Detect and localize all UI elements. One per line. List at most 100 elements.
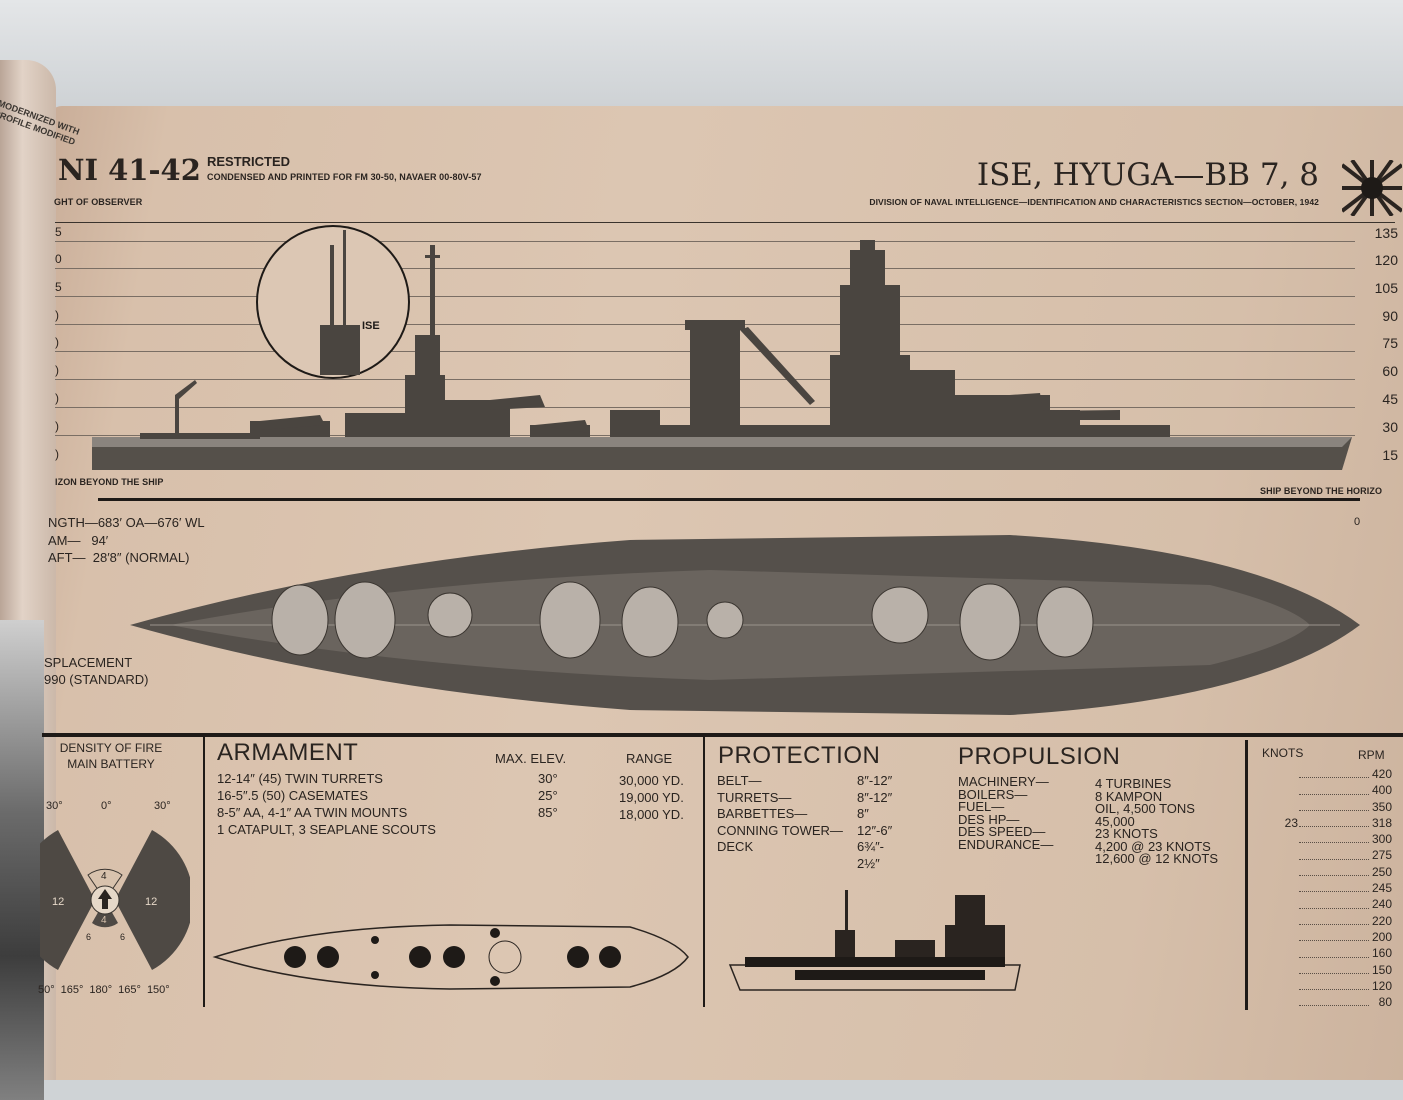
- propulsion-label: ENDURANCE—: [958, 836, 1054, 852]
- speed-row: 80: [1280, 994, 1392, 1010]
- leader-dots: [1299, 875, 1369, 877]
- scale-tick-left: ): [55, 335, 59, 349]
- scale-tick: 135: [1374, 225, 1398, 241]
- scale-tick: 45: [1382, 391, 1398, 407]
- inset-label: ISE: [362, 320, 380, 332]
- leader-dots: [1299, 842, 1369, 844]
- scale-tick: 30: [1382, 419, 1398, 435]
- protection-label: BELT—: [717, 773, 762, 788]
- propulsion-value: 4,200 @ 23 KNOTS: [1095, 838, 1211, 854]
- armament-item: 16-5″.5 (50) CASEMATES: [217, 788, 369, 803]
- bearing-label: 165°: [118, 984, 141, 996]
- scale-tick-left: 5: [55, 225, 62, 239]
- rpm-value: 120: [1371, 978, 1392, 993]
- propulsion-title: PROPULSION: [958, 743, 1121, 770]
- scale-tick: 15: [1382, 447, 1398, 463]
- propulsion-value: 8 KAMPON: [1095, 788, 1163, 804]
- scale-tick-left: 0: [55, 252, 62, 266]
- speed-row: 420: [1280, 766, 1392, 782]
- propulsion-value: 23 KNOTS: [1095, 826, 1158, 841]
- leader-dots: [1299, 940, 1369, 942]
- propulsion-value: 45,000: [1095, 813, 1135, 829]
- armament-elev: 30°: [538, 771, 558, 786]
- scale-tick: 75: [1382, 335, 1398, 351]
- scale-tick: 120: [1374, 252, 1398, 268]
- scale-tick-left: 5: [55, 280, 62, 294]
- speed-row: 300: [1280, 831, 1392, 847]
- scale-tick-left: ): [55, 308, 59, 322]
- rpm-value: 240: [1371, 897, 1392, 912]
- sector-value: 4: [101, 871, 107, 882]
- horizon-right-label: SHIP BEYOND THE HORIZO: [1260, 486, 1383, 496]
- rpm-value: 220: [1371, 913, 1392, 928]
- zero-mark: 0: [1354, 516, 1361, 528]
- protection-label: BARBETTES—: [717, 806, 808, 821]
- speed-row: 245: [1280, 880, 1392, 896]
- propulsion-label: MACHINERY—: [958, 774, 1049, 789]
- leader-dots: [1299, 923, 1369, 925]
- background-surface: [0, 0, 1403, 112]
- armament-item: 12-14″ (45) TWIN TURRETS: [217, 771, 383, 786]
- ship-photo-fragment: [0, 620, 44, 1100]
- propulsion-value: 12,600 @ 12 KNOTS: [1095, 851, 1219, 866]
- density-subtitle: MAIN BATTERY: [67, 757, 155, 771]
- bearing-label: 30°: [46, 800, 63, 812]
- scale-tick-left: ): [55, 363, 59, 377]
- scale-tick: 60: [1382, 363, 1398, 379]
- speed-row: 350: [1280, 799, 1392, 815]
- propulsion-value: 4 TURBINES: [1095, 776, 1172, 791]
- section-divider: [42, 733, 1403, 737]
- armament-range: 30,000 YD.: [619, 773, 684, 788]
- rpm-value: 318: [1371, 815, 1392, 830]
- bow-arrow-icon: [98, 889, 112, 909]
- leader-dots: [1299, 972, 1369, 974]
- bottom-bearings: 50°165°180°165°150°: [38, 984, 170, 996]
- horizon-line: [98, 498, 1360, 501]
- ship-side-profile: ISE: [92, 225, 1352, 470]
- displacement-value: 990 (STANDARD): [44, 672, 149, 687]
- armament-layout-diagram: [212, 924, 689, 990]
- bearing-label: 30°: [154, 800, 171, 812]
- propulsion-label: DES SPEED—: [958, 824, 1046, 839]
- bearing-label: 180°: [89, 984, 113, 996]
- knots-header: KNOTS: [1262, 746, 1304, 760]
- scale-tick-left: ): [55, 419, 59, 433]
- bearing-label: 165°: [60, 984, 84, 996]
- draft-spec: AFT— 28′8″ (NORMAL): [48, 550, 190, 565]
- rpm-value: 150: [1371, 962, 1392, 977]
- rpm-value: 350: [1371, 799, 1392, 814]
- rpm-value: 160: [1371, 946, 1392, 961]
- leader-dots: [1299, 989, 1369, 991]
- sector-value: 12: [145, 896, 157, 908]
- protection-value: 8″: [857, 806, 869, 821]
- leader-dots: [1299, 858, 1369, 860]
- leader-dots: [1299, 793, 1369, 795]
- bearing-label: 0°: [101, 800, 112, 812]
- printing-note: CONDENSED AND PRINTED FOR FM 30-50, NAVA…: [207, 172, 482, 182]
- beam-spec: AM— 94′: [48, 533, 109, 548]
- leader-dots: [1299, 809, 1369, 811]
- sector-value: 12: [52, 896, 64, 908]
- leader-dots: [1299, 907, 1369, 909]
- propulsion-label: DES HP—: [958, 811, 1020, 827]
- ship-title: ISE, HYUGA—BB 7, 8: [976, 157, 1319, 193]
- range-header: RANGE: [626, 751, 673, 766]
- displacement-label: SPLACEMENT: [44, 655, 133, 670]
- bearing-label: 150°: [146, 984, 170, 996]
- speed-row: 23 318: [1280, 815, 1392, 831]
- column-divider: [1245, 740, 1248, 1010]
- observer-label: GHT OF OBSERVER: [54, 197, 143, 207]
- sector-value: 6: [86, 932, 91, 942]
- knots-value: 23: [1284, 815, 1298, 830]
- scale-tick: 105: [1374, 280, 1398, 296]
- speed-row: 220: [1280, 913, 1392, 929]
- leader-dots: [1299, 826, 1369, 828]
- sector-value: 4: [101, 915, 107, 926]
- armor-profile-diagram: [728, 890, 1021, 991]
- leader-dots: [1299, 891, 1369, 893]
- speed-row: 200: [1280, 929, 1392, 945]
- restricted-label: RESTRICTED: [207, 154, 291, 169]
- protection-title: PROTECTION: [718, 742, 881, 769]
- leader-dots: [1299, 777, 1369, 779]
- speed-row: 240: [1280, 896, 1392, 912]
